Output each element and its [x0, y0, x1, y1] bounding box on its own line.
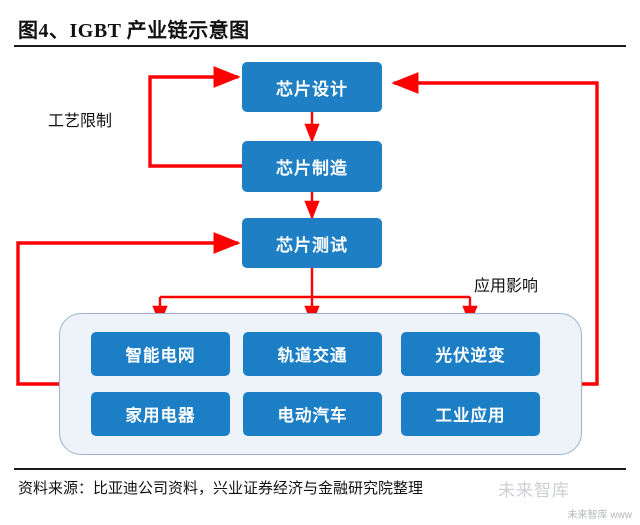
node-label: 芯片测试 [276, 235, 348, 255]
node-label: 芯片制造 [276, 159, 348, 178]
node-label: 电动汽车 [277, 406, 348, 425]
source-note: 资料来源：比亚迪公司资料，兴业证券经济与金融研究院整理 [18, 481, 424, 497]
node-chip-design[interactable]: 芯片设计 [242, 62, 382, 112]
node-industrial-app[interactable]: 工业应用 [401, 392, 540, 436]
watermark: 未来智库 [498, 481, 570, 500]
node-label: 工业应用 [435, 406, 506, 425]
watermark-corner: 未来智库 www [567, 510, 632, 521]
node-label: 芯片设计 [276, 79, 348, 99]
page-title: 图4、IGBT 产业链示意图 [18, 20, 250, 42]
footer-divider [14, 468, 626, 470]
node-rail-transit[interactable]: 轨道交通 [243, 332, 382, 376]
label-process-limit: 工艺限制 [48, 113, 113, 130]
node-electric-vehicle[interactable]: 电动汽车 [243, 392, 382, 436]
node-label: 轨道交通 [277, 346, 348, 365]
node-label: 智能电网 [125, 346, 196, 365]
title-divider [14, 45, 626, 47]
node-home-appliance[interactable]: 家用电器 [91, 392, 230, 436]
node-chip-test[interactable]: 芯片测试 [242, 218, 382, 268]
node-label: 光伏逆变 [435, 346, 506, 365]
node-label: 家用电器 [125, 406, 196, 425]
node-chip-manufacture[interactable]: 芯片制造 [242, 141, 382, 192]
node-smart-grid[interactable]: 智能电网 [91, 332, 230, 376]
node-pv-inverter[interactable]: 光伏逆变 [401, 332, 540, 376]
label-application-impact: 应用影响 [474, 278, 539, 295]
